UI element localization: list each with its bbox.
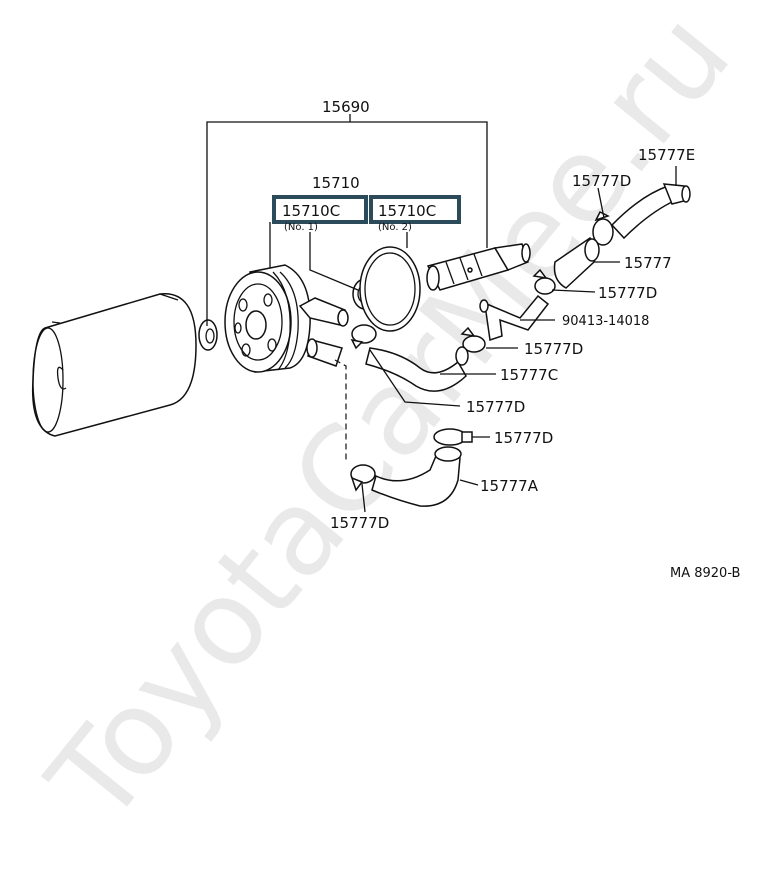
label-15710c-no1[interactable]: 15710C [282,202,340,220]
clamp-lower-left-drawing [350,464,376,492]
note-no2: (No. 2) [378,222,412,233]
oil-filter-drawing [31,293,197,437]
label-15777e[interactable]: 15777E [638,146,695,164]
label-15777d-lower-left[interactable]: 15777D [330,514,389,532]
label-15777d-lower-right[interactable]: 15777D [494,429,553,447]
hose-15777c-drawing [365,346,469,392]
oil-cooler-drawing [224,264,311,373]
clamp-mid-drawing [532,268,556,295]
diagram-code: MA 8920-B [670,566,740,581]
clamp-pipe-drawing [460,326,486,353]
label-15777d-upper[interactable]: 15777D [572,172,631,190]
label-15777a[interactable]: 15777A [480,477,539,495]
note-no1: (No. 1) [284,222,318,233]
cooler-upper-pipe-drawing [298,297,349,327]
label-15777d-pipe[interactable]: 15777D [524,340,583,358]
label-15690[interactable]: 15690 [322,98,370,116]
label-15777d-cooler[interactable]: 15777D [466,398,525,416]
gasket-no2-drawing [359,246,421,332]
highlight-box-no1 [272,195,368,224]
label-15777[interactable]: 15777 [624,254,672,272]
clamp-upper-drawing [592,210,614,246]
pipe-90413-drawing [479,294,550,341]
cooler-lower-pipe-drawing [306,338,343,367]
hose-15777e-drawing [610,183,691,240]
hose-15777a-drawing [371,446,462,507]
label-15710c-no2[interactable]: 15710C [378,202,436,220]
highlight-box-no2 [369,195,461,224]
label-15777c[interactable]: 15777C [500,366,558,384]
filter-seal-ring-drawing [198,319,218,351]
leader-lines [206,114,677,513]
watermark-text: ToyotaCarMee.ru [22,0,757,848]
label-15710[interactable]: 15710 [312,174,360,192]
clamp-cooler-drawing [350,324,377,350]
clamp-lower-right-drawing [433,428,473,446]
assembly-dashed-line [334,359,347,460]
union-bolt-drawing [426,243,531,291]
label-90413-14018[interactable]: 90413-14018 [562,314,649,329]
label-15777d-mid[interactable]: 15777D [598,284,657,302]
